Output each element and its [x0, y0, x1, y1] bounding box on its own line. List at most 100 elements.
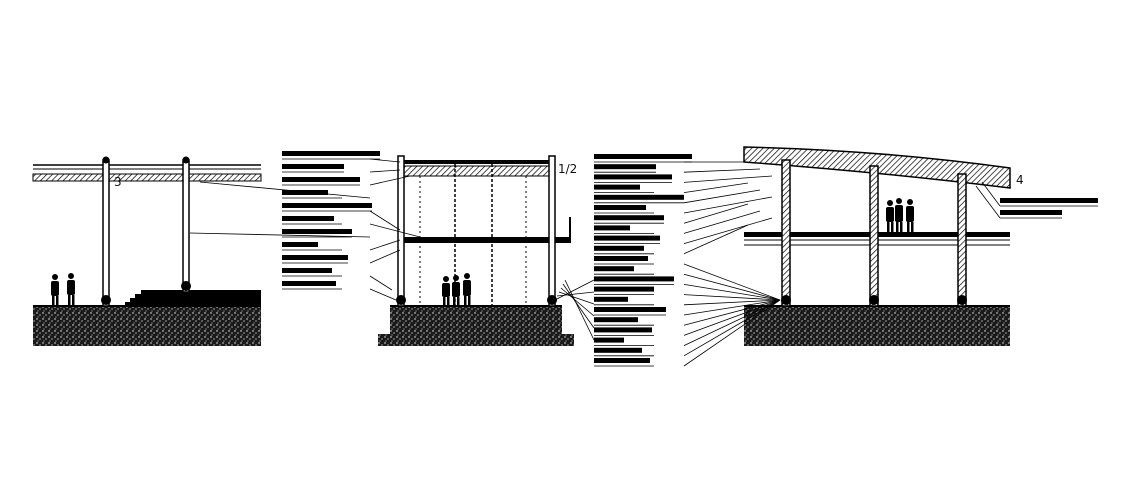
leader-line: [369, 210, 401, 231]
leader-line: [683, 189, 761, 204]
section-left: 3: [32, 156, 262, 346]
section-label-left: 3: [114, 175, 122, 189]
annotation-note: [1000, 198, 1098, 203]
person-silhouette: [67, 273, 75, 306]
leader-line: [683, 299, 781, 316]
leader-line: [560, 287, 595, 317]
annotation-note: [282, 281, 336, 286]
annotation-note: [594, 266, 634, 272]
annotation-note: [282, 268, 332, 273]
annotation-note: [594, 327, 652, 333]
leader-line: [189, 232, 371, 238]
annotation-note: [594, 256, 648, 261]
section-label-right: 4: [1016, 173, 1024, 187]
column: [548, 155, 556, 307]
roof-left: [32, 173, 262, 182]
person-silhouette: [442, 276, 450, 306]
section-right: 4: [743, 146, 1024, 346]
annotation-note: [594, 215, 664, 221]
column: [957, 173, 967, 307]
column: [781, 159, 791, 307]
annotation-group-middle: [189, 151, 421, 301]
annotation-note: [594, 184, 640, 190]
leader-line: [554, 279, 595, 301]
leader-line: [369, 175, 411, 186]
leader-line: [683, 203, 749, 224]
annotation-note: [594, 358, 650, 363]
leader-line: [564, 279, 595, 341]
person-silhouette: [452, 275, 460, 306]
annotation-note: [594, 276, 674, 282]
leader-line: [683, 196, 773, 214]
leader-line: [562, 283, 595, 329]
leader-line: [369, 249, 401, 264]
section-label-middle: 1/2: [558, 162, 577, 176]
annotation-group-roof: [975, 181, 1098, 219]
leader-line: [369, 275, 393, 291]
annotation-note: [594, 317, 638, 323]
person-silhouette: [51, 274, 59, 306]
annotation-note: [282, 229, 352, 234]
ground-right: [744, 306, 1010, 346]
annotation-note: [282, 255, 348, 260]
leader-line: [683, 224, 749, 255]
column: [869, 165, 879, 307]
annotation-note: [594, 296, 628, 302]
leader-line: [683, 210, 761, 234]
leader-line: [683, 284, 781, 301]
annotation-note: [594, 174, 672, 180]
leader-line: [369, 223, 421, 238]
ground-middle: [390, 306, 562, 334]
leader-line: [556, 291, 595, 297]
section-middle: 1/2: [378, 155, 577, 346]
annotation-group-right: [554, 154, 781, 367]
annotation-note: [282, 203, 372, 208]
leader-line: [369, 169, 401, 173]
mid-floor: [398, 237, 570, 243]
leader-line: [683, 217, 773, 244]
leader-line: [369, 239, 401, 251]
annotation-note: [594, 205, 646, 210]
leader-line: [683, 175, 773, 183]
annotation-note: [594, 164, 656, 170]
annotation-note: [594, 286, 654, 292]
leader-line: [683, 299, 781, 326]
person-silhouette: [886, 200, 894, 232]
leader-line: [683, 182, 749, 193]
annotation-note: [282, 164, 344, 169]
annotation-note: [1000, 210, 1062, 215]
annotation-note: [282, 216, 334, 221]
column: [182, 159, 190, 293]
ground-left: [33, 306, 261, 346]
annotation-note: [282, 151, 380, 156]
annotation-note: [594, 235, 660, 241]
leader-line: [369, 288, 397, 301]
column: [102, 159, 110, 307]
stairs: [125, 290, 261, 306]
leader-line: [558, 291, 595, 305]
annotation-note: [282, 177, 360, 182]
annotation-note: [282, 242, 318, 247]
annotation-note: [594, 347, 642, 353]
annotation-note: [594, 225, 630, 231]
person-silhouette: [463, 273, 471, 306]
annotation-note: [594, 245, 644, 251]
annotation-note: [594, 154, 692, 159]
leader-line: [683, 273, 781, 301]
leader-line: [981, 181, 1001, 207]
roof-middle: [398, 160, 555, 164]
leader-line: [683, 294, 781, 301]
leader-line: [975, 185, 1001, 219]
annotation-note: [594, 337, 624, 343]
annotation-note: [594, 307, 666, 312]
leader-line: [683, 299, 781, 367]
annotation-note: [282, 190, 328, 195]
leader-line: [683, 263, 781, 301]
leader-line: [683, 299, 781, 346]
person-silhouette: [895, 198, 903, 232]
leader-line: [199, 181, 371, 199]
leader-line: [369, 158, 401, 163]
leader-line: [683, 299, 781, 336]
leader-line: [683, 168, 761, 173]
